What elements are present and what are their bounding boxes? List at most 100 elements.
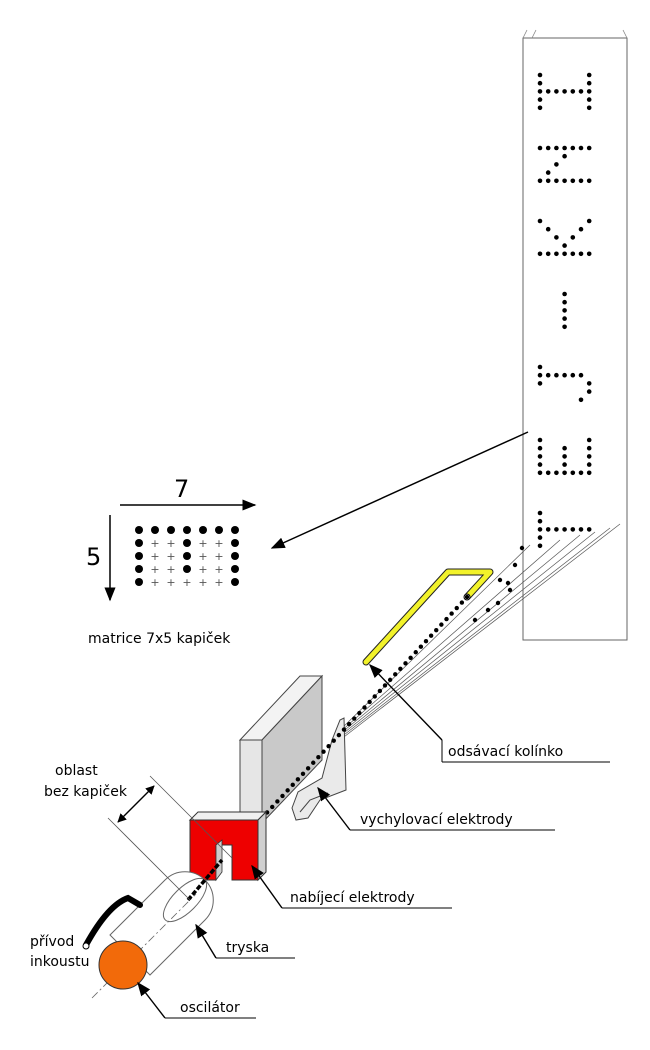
stream-drop: [418, 644, 424, 649]
matrix-empty-cell: +: [150, 563, 159, 576]
strip-dot: [554, 470, 559, 476]
matrix-dot: [183, 552, 191, 560]
stream-drop: [331, 738, 336, 743]
stream-drop: [464, 594, 470, 600]
no-drop-zone-label-2: bez kapiček: [44, 784, 128, 800]
stream-drop: [459, 600, 465, 605]
strip-dot: [578, 470, 584, 476]
stream-drop: [311, 760, 316, 765]
strip-dot: [570, 89, 576, 94]
strip-dot: [562, 89, 567, 94]
leader-suction: odsávací kolínko: [369, 663, 610, 763]
strip-dot: [578, 527, 584, 532]
stream-drop: [403, 661, 408, 666]
strip-dot: [554, 145, 559, 151]
matrix-dot: [231, 552, 239, 560]
strip-dot: [562, 470, 567, 476]
strip-dot: [578, 397, 584, 403]
strip-dot: [578, 145, 584, 151]
stream-drop: [393, 672, 398, 677]
strip-dot: [545, 178, 551, 184]
strip-dot: [554, 89, 559, 94]
stream-drop: [367, 699, 372, 705]
strip-dot: [578, 89, 584, 94]
stream-drop: [352, 716, 357, 721]
stream-drop: [434, 627, 439, 633]
strip-dot: [586, 437, 592, 443]
strip-dot: [545, 470, 551, 476]
leader-oscillator: oscilátor: [137, 981, 256, 1019]
stream-drop: [377, 688, 383, 694]
strip-dot: [537, 437, 543, 443]
stream-drop: [398, 666, 403, 672]
stream-drop: [428, 633, 434, 638]
matrix-dot: [135, 565, 143, 573]
drop-stream: [259, 594, 470, 821]
strip-dot: [586, 445, 592, 451]
strip-dot: [586, 178, 592, 184]
matrix-empty-cell: +: [150, 537, 159, 550]
stream-drop: [316, 755, 321, 760]
stream-drop: [372, 694, 377, 699]
matrix-empty-cell: +: [150, 550, 159, 563]
matrix-empty-cell: +: [166, 576, 175, 589]
deflection-electrodes: [238, 674, 347, 825]
stream-drop: [305, 766, 311, 771]
strip-dot: [537, 145, 543, 151]
matrix-empty-cell: +: [150, 576, 159, 589]
matrix-dot: [183, 565, 191, 573]
strip-dot: [570, 470, 576, 476]
strip-dot: [537, 364, 543, 370]
label-ink-supply-1: přívod: [30, 934, 74, 950]
strip-dot: [586, 470, 592, 476]
leader-charging: nabíjecí elektrody: [251, 864, 452, 909]
stream-drop: [449, 611, 454, 616]
strip-dot: [537, 372, 543, 378]
matrix-empty-cell: +: [198, 563, 207, 576]
strip-dot: [537, 218, 543, 224]
matrix-dot: [231, 578, 239, 586]
strip-dot: [570, 527, 576, 532]
matrix-dot: [135, 526, 143, 534]
strip-dot: [562, 251, 567, 257]
strip-dot: [554, 235, 559, 240]
strip-dot: [586, 145, 592, 151]
stream-drop: [362, 705, 367, 710]
stream-drop: [280, 793, 285, 799]
strip-dot: [578, 178, 584, 184]
strip-dot: [578, 251, 584, 257]
strip-dot: [562, 145, 567, 151]
strip-dot: [537, 89, 543, 94]
stream-drop: [413, 650, 418, 655]
stream-drop: [290, 782, 295, 788]
rows-label: 5: [86, 543, 101, 571]
strip-dot: [537, 72, 543, 78]
stream-drop: [439, 622, 444, 627]
charging-electrode: [188, 810, 268, 882]
strip-printed-text: [537, 72, 592, 549]
strip-dot: [554, 178, 559, 184]
stream-drop: [408, 655, 413, 660]
strip-dot: [562, 299, 567, 305]
strip-dot: [562, 243, 567, 248]
strip-dot: [562, 291, 567, 297]
strip-dot: [537, 543, 543, 549]
strip-dot: [562, 372, 567, 378]
strip-dot: [586, 389, 592, 394]
matrix-diagram: 7 5 +++++++++++++++++ matrice 7x5 kapiče…: [86, 475, 257, 647]
strip-dot: [586, 97, 592, 102]
strip-dot: [578, 372, 584, 378]
matrix-dot: [183, 526, 191, 534]
ink-supply-tube: [83, 894, 143, 948]
matrix-dot: [183, 539, 191, 547]
strip-dot: [562, 308, 567, 313]
matrix-dot: [167, 526, 175, 534]
matrix-dot: [135, 552, 143, 560]
strip-dot: [545, 145, 551, 151]
matrix-empty-cell: +: [182, 576, 191, 589]
strip-dot: [562, 178, 567, 184]
label-ink-supply-2: inkoustu: [30, 954, 89, 970]
no-drop-zone-label-1: oblast: [55, 763, 98, 779]
strip-dot: [537, 381, 543, 386]
